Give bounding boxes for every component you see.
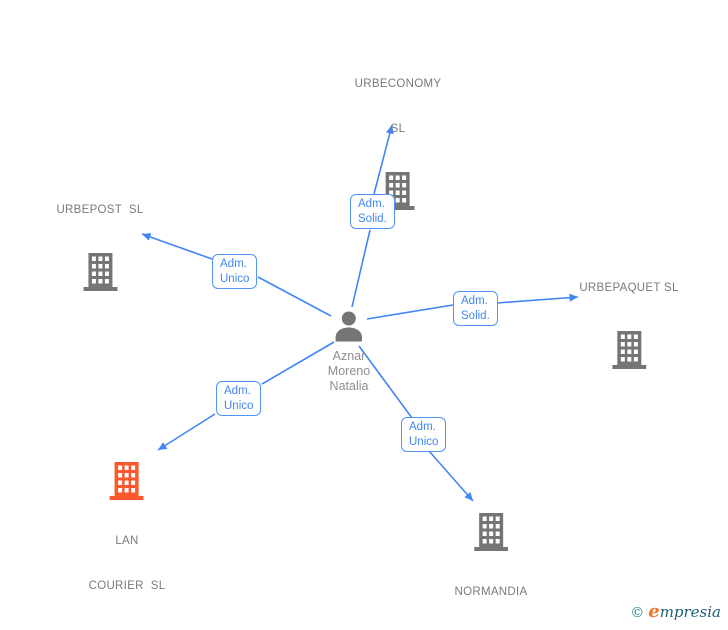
person-icon xyxy=(335,311,363,342)
company-node-lan-courier[interactable]: LAN COURIER SL xyxy=(89,462,166,624)
company-label: URBECONOMY SL xyxy=(354,78,442,135)
edge-label-adm-unico-lan-courier: Adm. Unico xyxy=(216,381,261,416)
edge-label-adm-solid-urbepaquet: Adm. Solid. xyxy=(453,291,498,326)
empresia-logo[interactable]: © empresia xyxy=(630,601,721,622)
company-node-urbepost[interactable]: URBEPOST SL xyxy=(56,173,143,291)
building-icon xyxy=(474,513,508,551)
edge-label-adm-unico-normandia: Adm. Unico xyxy=(401,417,446,452)
company-node-urbepaquet[interactable]: URBEPAQUET SL xyxy=(579,251,678,369)
company-label: URBEPAQUET SL xyxy=(579,282,679,294)
building-icon xyxy=(109,462,144,500)
edge-label-adm-unico-urbepost: Adm. Unico xyxy=(212,254,257,289)
person-name: Aznar Moreno Natalia xyxy=(327,349,371,393)
person-node-aznar-moreno-natalia[interactable]: Aznar Moreno Natalia xyxy=(328,308,370,394)
company-node-normandia[interactable]: NORMANDIA CONSULTING SL xyxy=(443,513,539,630)
copyright-icon: © xyxy=(630,605,645,621)
edge-label-adm-solid-urbeconomy: Adm. Solid. xyxy=(350,194,395,229)
company-node-urbeconomy[interactable]: URBECONOMY SL xyxy=(355,47,442,210)
company-label: LAN COURIER SL xyxy=(88,535,166,592)
company-label: NORMANDIA CONSULTING SL xyxy=(454,586,528,598)
brand-wordmark: empresia xyxy=(648,601,721,622)
building-icon xyxy=(83,253,117,291)
building-icon xyxy=(612,331,646,369)
company-label: URBEPOST SL xyxy=(56,204,144,216)
